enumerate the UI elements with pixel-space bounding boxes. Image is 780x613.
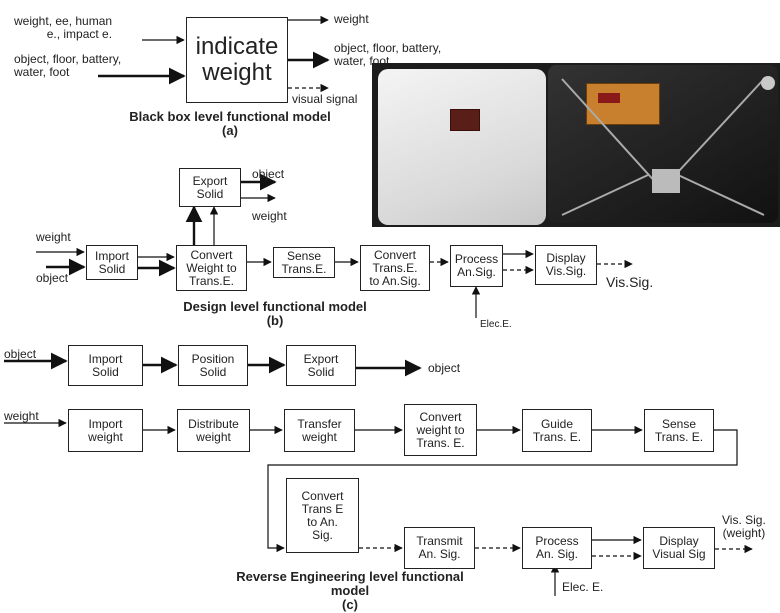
reverse-input-object-label: object bbox=[4, 347, 37, 361]
reverse-transmit: Transmit An. Sig. bbox=[404, 527, 475, 569]
bb-output-signal-label: visual signal bbox=[292, 92, 358, 106]
reverse-transfer-weight: Transfer weight bbox=[284, 409, 355, 452]
reverse-position-solid: Position Solid bbox=[178, 345, 248, 386]
design-display: Display Vis.Sig. bbox=[535, 245, 597, 285]
reverse-output-object-label: object bbox=[428, 361, 461, 375]
reverse-import-solid: Import Solid bbox=[68, 345, 143, 386]
design-output-object-label: object bbox=[252, 167, 285, 181]
design-export-solid: Export Solid bbox=[179, 168, 241, 207]
reverse-guide-trans: Guide Trans. E. bbox=[522, 409, 592, 452]
bb-output-material-label: object, floor, battery, water, foot bbox=[334, 41, 442, 68]
scale-lcd bbox=[598, 93, 620, 103]
reverse-convert-weight: Convert weight to Trans. E. bbox=[404, 404, 477, 456]
scale-top-tray bbox=[378, 69, 546, 225]
design-output-weight-label: weight bbox=[252, 209, 287, 223]
reverse-display: Display Visual Sig bbox=[643, 527, 715, 569]
reverse-output-vis-sig-label: Vis. Sig. (weight) bbox=[722, 513, 766, 540]
reverse-export-solid: Export Solid bbox=[286, 345, 356, 386]
design-convert-weight: Convert Weight to Trans.E. bbox=[176, 245, 247, 291]
caption-b: Design level functional model (b) bbox=[183, 299, 367, 328]
design-process: Process An.Sig. bbox=[450, 245, 503, 287]
bb-input-material-label: object, floor, battery, water, foot bbox=[14, 52, 122, 79]
reverse-convert-trans: Convert Trans E to An. Sig. bbox=[286, 478, 359, 553]
design-sense: Sense Trans.E. bbox=[273, 247, 335, 278]
caption-c: Reverse Engineering level functional mod… bbox=[236, 569, 464, 612]
design-input-weight-label: weight bbox=[36, 230, 71, 244]
bb-input-energy-label: weight, ee, human e., impact e. bbox=[14, 14, 113, 41]
reverse-import-weight: Import weight bbox=[68, 409, 143, 452]
reverse-sense-trans: Sense Trans. E. bbox=[644, 409, 714, 452]
design-elec-label: Elec.E. bbox=[480, 319, 512, 330]
reverse-elec-label: Elec. E. bbox=[562, 580, 604, 594]
reverse-input-weight-label: weight bbox=[4, 409, 39, 423]
design-convert-trans: Convert Trans.E. to An.Sig. bbox=[360, 245, 430, 291]
design-import-solid: Import Solid bbox=[86, 245, 138, 280]
design-input-object-label: object bbox=[36, 271, 69, 285]
scale-linkage bbox=[561, 76, 775, 216]
bb-output-weight-label: weight bbox=[334, 12, 369, 26]
reverse-distribute-weight: Distribute weight bbox=[177, 409, 250, 452]
black-box-process: indicate weight bbox=[186, 17, 288, 103]
scale-photo bbox=[372, 63, 780, 227]
reverse-process: Process An. Sig. bbox=[522, 527, 592, 569]
scale-display-window bbox=[450, 109, 480, 131]
design-output-vis-sig-label: Vis.Sig. bbox=[606, 274, 654, 290]
caption-a: Black box level functional model (a) bbox=[129, 109, 331, 138]
